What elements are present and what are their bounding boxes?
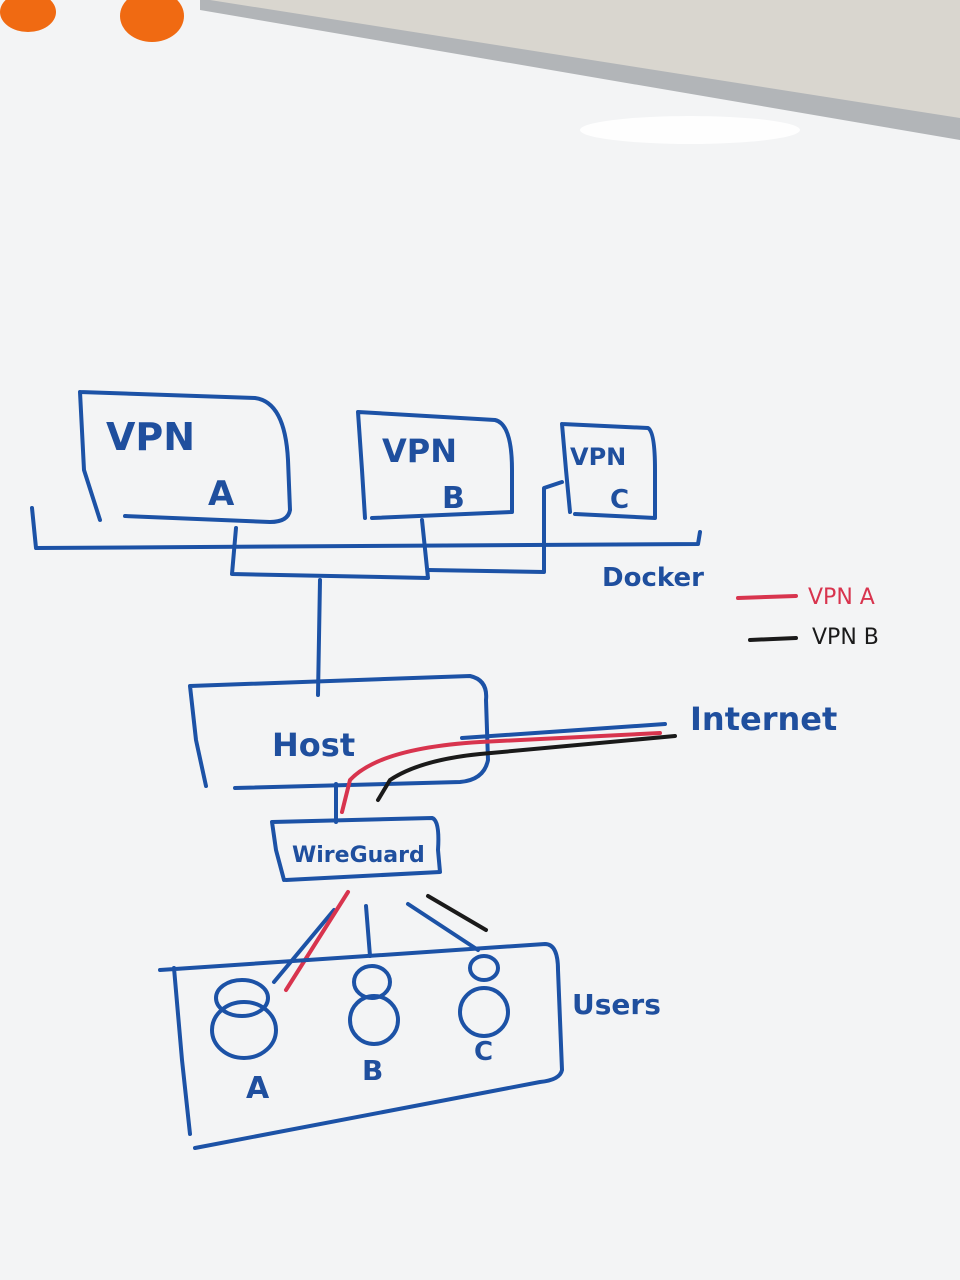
vpn-b-box xyxy=(356,410,514,520)
docker-host-link xyxy=(316,578,322,697)
legend-label-black: VPN B xyxy=(812,625,879,650)
vpn-b-sub: B xyxy=(442,481,465,516)
user-c-icon xyxy=(458,954,510,1038)
board-frame xyxy=(200,0,960,140)
user-c-link xyxy=(406,902,480,952)
magnet-icon xyxy=(0,0,56,32)
vpn-a-route xyxy=(340,731,662,814)
glare xyxy=(580,116,800,144)
user-c-label: C xyxy=(474,1037,493,1067)
legend-swatch-red xyxy=(736,594,798,600)
vpn-connector xyxy=(426,480,564,574)
vpn-b-route xyxy=(376,734,677,802)
legend-label-red: VPN A xyxy=(808,585,875,610)
user-c-black-link xyxy=(426,894,488,932)
wireguard-label: WireGuard xyxy=(292,843,425,868)
user-b-icon xyxy=(348,964,400,1046)
vpn-a-sub: A xyxy=(208,474,235,514)
user-a-label: A xyxy=(246,1071,270,1106)
docker-bar xyxy=(30,506,702,550)
host-label: Host xyxy=(272,726,355,764)
vpn-b-label: VPN xyxy=(382,432,457,470)
users-box xyxy=(158,942,564,1150)
vpn-c-sub: C xyxy=(610,485,629,515)
vpn-connector xyxy=(230,518,430,580)
user-a-link xyxy=(272,908,336,984)
users-label: Users xyxy=(572,988,661,1021)
docker-label: Docker xyxy=(602,563,704,593)
user-b-label: B xyxy=(362,1054,383,1087)
wireguard-box xyxy=(270,816,442,882)
user-a-icon xyxy=(210,978,278,1060)
vpn-a-box xyxy=(78,390,292,524)
vpn-a-label: VPN xyxy=(106,415,195,459)
magnet-icon xyxy=(120,0,184,42)
host-box xyxy=(188,674,490,790)
user-a-red-link xyxy=(284,890,350,992)
internet-link xyxy=(460,722,667,740)
user-b-link xyxy=(364,904,372,958)
vpn-c-label: VPN xyxy=(570,443,626,471)
vpn-c-box xyxy=(560,422,657,520)
internet-label: Internet xyxy=(690,700,837,738)
legend-swatch-black xyxy=(748,636,798,642)
